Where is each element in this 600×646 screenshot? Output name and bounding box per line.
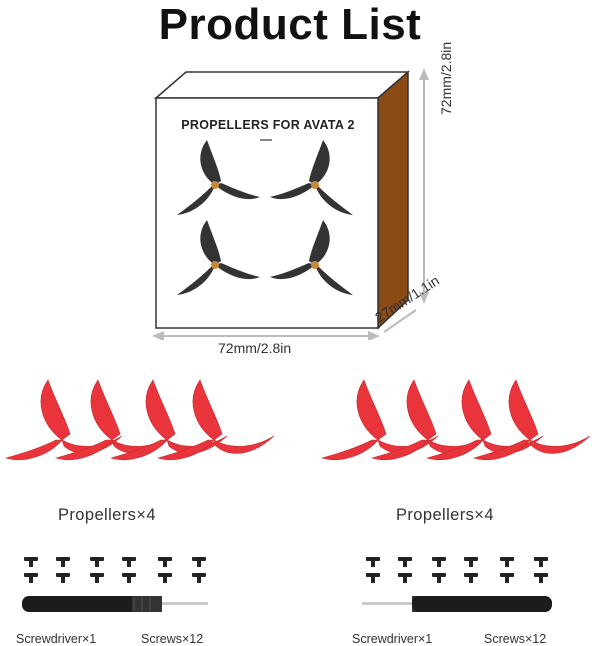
- black-propellers: [177, 140, 353, 295]
- right-screws: [366, 557, 548, 583]
- box-width-label: 72mm/2.8in: [218, 340, 292, 356]
- box-height-label: 72mm/2.8in: [438, 41, 454, 115]
- page-title: Product List: [158, 0, 422, 49]
- box-label: PROPELLERS FOR AVATA 2: [181, 118, 355, 132]
- right-propellers-caption: Propellers×4: [396, 506, 494, 524]
- right-screwdriver: [362, 596, 552, 612]
- left-screws-caption: Screws×12: [141, 632, 204, 646]
- left-red-propellers: [4, 379, 275, 461]
- left-screwdriver-caption: Screwdriver×1: [16, 632, 97, 646]
- left-screws: [24, 557, 206, 583]
- left-propellers-caption: Propellers×4: [58, 506, 156, 524]
- right-screws-caption: Screws×12: [484, 632, 547, 646]
- box-side: [377, 70, 409, 330]
- left-screwdriver: [22, 596, 208, 612]
- right-red-propellers: [320, 379, 591, 461]
- right-screwdriver-caption: Screwdriver×1: [352, 632, 433, 646]
